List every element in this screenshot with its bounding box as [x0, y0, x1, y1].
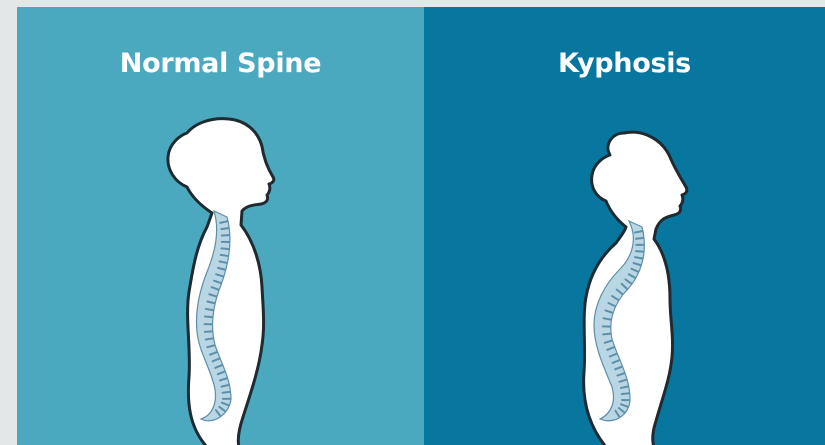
kyphosis-body-outline	[584, 132, 687, 445]
vertebra-mark	[635, 231, 642, 232]
vertebra-mark	[221, 228, 228, 229]
vertebra-mark	[206, 338, 213, 339]
kyphosis-panel: Kyphosis	[424, 7, 825, 445]
vertebra-mark	[636, 251, 643, 252]
spine-comparison-diagram: Normal Spine Kyphosis	[17, 7, 825, 445]
vertebra-mark	[636, 238, 643, 239]
vertebra-mark	[219, 261, 226, 262]
vertebra-mark	[635, 257, 642, 258]
vertebra-mark	[604, 318, 611, 319]
vertebra-mark	[221, 255, 228, 256]
vertebra-mark	[221, 248, 228, 249]
vertebra-mark	[223, 392, 230, 393]
kyphosis-silhouette	[424, 7, 825, 445]
normal-spine-silhouette	[17, 7, 424, 445]
vertebra-mark	[621, 387, 628, 388]
vertebra-mark	[206, 309, 213, 310]
vertebra-mark	[603, 334, 610, 335]
vertebra-mark	[622, 393, 629, 394]
vertebra-mark	[205, 316, 212, 317]
normal-spine-panel: Normal Spine	[17, 7, 424, 445]
